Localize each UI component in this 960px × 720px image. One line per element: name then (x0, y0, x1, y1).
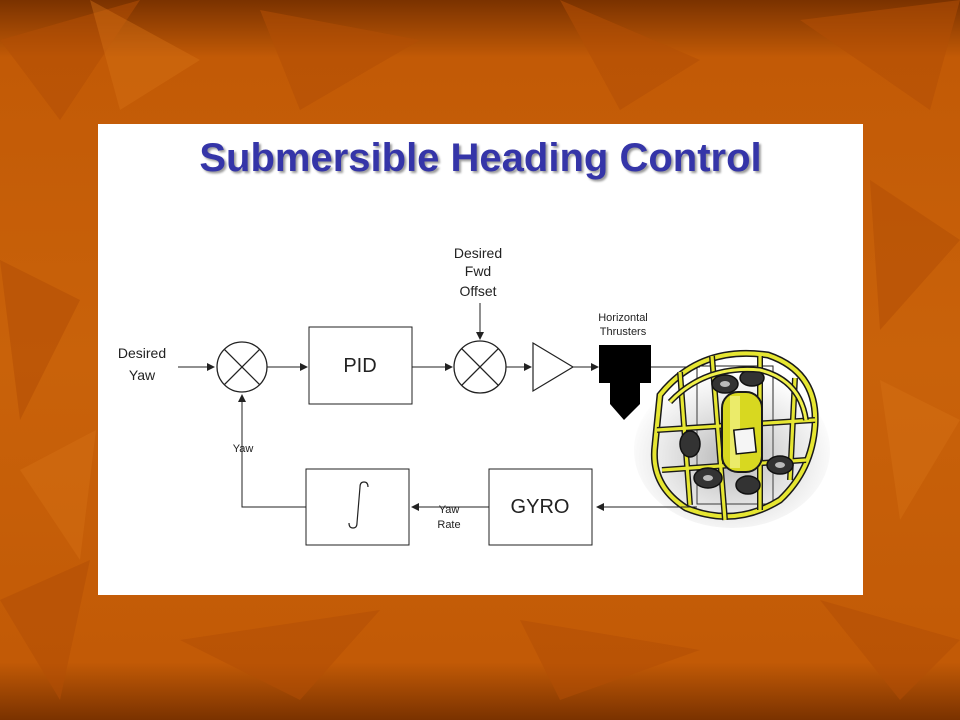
pid-block (308, 326, 413, 405)
yaw-rate-label-line1: Yaw (439, 504, 460, 516)
feedback-yaw-arrow (238, 394, 306, 508)
yaw-rate-label-line2: Rate (437, 519, 460, 531)
thrusters-label-line2: Thrusters (600, 326, 647, 338)
amplifier-triangle (532, 341, 575, 393)
summing-junction-1 (216, 341, 268, 393)
desired-yaw-label-line1: Desired (118, 345, 166, 361)
slide-title: Submersible Heading Control (199, 136, 762, 180)
submersible-vehicle-icon (634, 349, 830, 528)
gyro-label: GYRO (511, 496, 570, 518)
offset-label-line2: Fwd (465, 263, 491, 279)
thruster-actuator-icon (599, 345, 651, 420)
integrator-block (305, 468, 410, 546)
gyro-block (488, 468, 593, 546)
integral-symbol-icon (348, 481, 369, 529)
offset-label-line1: Desired (454, 245, 502, 261)
yaw-label: Yaw (233, 443, 254, 455)
summing-junction-2 (453, 340, 507, 394)
desired-yaw-label-line2: Yaw (129, 367, 156, 383)
pid-label: PID (343, 355, 376, 377)
thrusters-label-line1: Horizontal (598, 312, 648, 324)
offset-label-line3: Offset (459, 283, 496, 299)
